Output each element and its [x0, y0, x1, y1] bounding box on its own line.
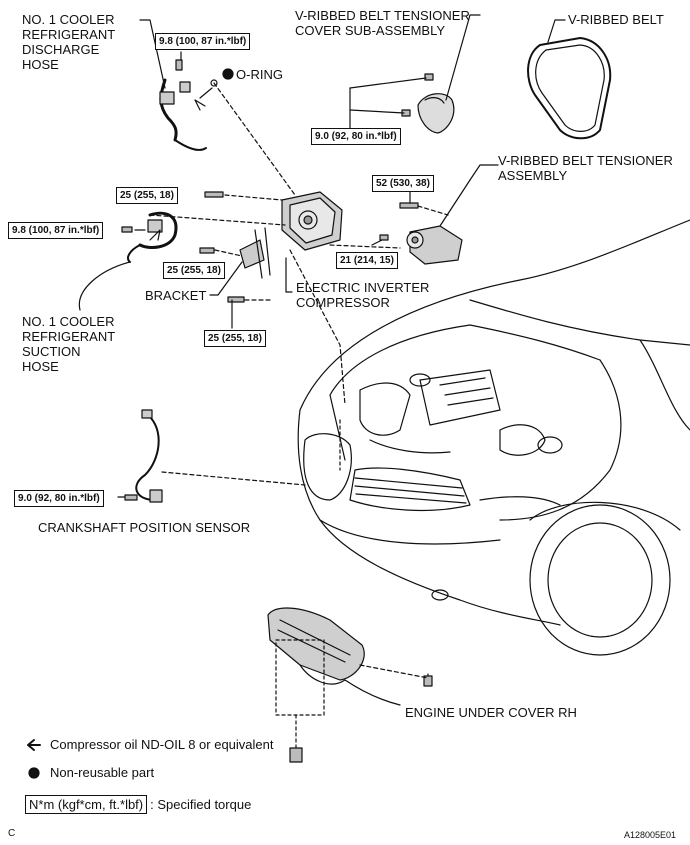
label-under-cover: ENGINE UNDER COVER RH: [405, 705, 577, 720]
legend-torque-unit: N*m (kgf*cm, ft.*lbf): [25, 795, 148, 814]
tensioner-side-dashed: [329, 244, 401, 249]
o-ring-leader: [199, 87, 213, 99]
torque-sensor-bolt: 9.0 (92, 80 in.*lbf): [14, 490, 104, 507]
suction-dashed-line: [149, 214, 286, 226]
compressor-to-vehicle-line: [289, 249, 346, 406]
bracket-bolt-line: [214, 249, 243, 257]
tensioner-top-bolt: [399, 202, 419, 209]
discharge-dashed-line: [213, 82, 296, 196]
v-ribbed-belt-drawing: [527, 37, 612, 140]
legend-non-reusable-text: Non-reusable part: [50, 765, 155, 780]
label-v-ribbed-belt: V-RIBBED BELT: [568, 12, 664, 27]
tensioner-cover-drawing: [401, 73, 455, 134]
under-cover-leader: [344, 679, 401, 706]
label-suction-hose: NO. 1 COOLER REFRIGERANT SUCTION HOSE: [22, 314, 116, 374]
torque-compressor-upper: 25 (255, 18): [116, 187, 178, 204]
cover-bolt-leader-2: [349, 109, 405, 114]
suction-bolt: [121, 226, 133, 233]
under-cover-bottom-bolt: [289, 747, 303, 763]
cover-bolt-leader-1: [349, 77, 427, 89]
o-ring-oil-arrow: [194, 99, 206, 111]
sensor-bolt: [124, 494, 138, 501]
tensioner-side-bolt: [379, 234, 389, 241]
legend-non-reusable: Non-reusable part: [50, 765, 154, 780]
discharge-hose-drawing: [159, 59, 207, 151]
legend-torque-desc: : Specified torque: [150, 797, 252, 812]
tensioner-leader: [469, 164, 499, 181]
label-discharge-hose: NO. 1 COOLER REFRIGERANT DISCHARGE HOSE: [22, 12, 116, 72]
compressor-lower-bolt: [227, 296, 245, 303]
bracket-bolt: [199, 247, 215, 254]
torque-bracket-bolt: 25 (255, 18): [163, 262, 225, 279]
vehicle-outline: [297, 219, 690, 656]
under-cover-drawing: [267, 607, 365, 716]
oil-arrow-icon: [27, 739, 41, 751]
tensioner-top-bolt-line: [417, 205, 449, 216]
non-reusable-dot-icon: [28, 767, 40, 779]
cover-leader: [445, 14, 481, 101]
bracket-drawing: [239, 227, 271, 279]
discharge-hose-leader: [139, 19, 166, 89]
label-tensioner-assembly: V-RIBBED BELT TENSIONER ASSEMBLY: [498, 153, 673, 183]
compressor-leader: [285, 257, 293, 293]
o-ring-drawing: [210, 79, 218, 87]
footer-corner-letter: C: [8, 828, 16, 839]
torque-tensioner-top: 52 (530, 38): [372, 175, 434, 192]
torque-compressor-lower: 25 (255, 18): [204, 330, 266, 347]
tensioner-side-bolt-leader: [371, 239, 383, 246]
torque-discharge-bolt: 9.8 (100, 87 in.*lbf): [155, 33, 251, 50]
suction-oil-arrow: [149, 229, 161, 241]
compressor-upper-bolt: [204, 191, 224, 198]
legend-torque: N*m (kgf*cm, ft.*lbf) : Specified torque: [25, 795, 251, 814]
suction-hose-drawing: [127, 211, 178, 263]
label-bracket: BRACKET: [145, 288, 207, 303]
compressor-upper-bolt-line: [224, 194, 283, 201]
label-o-ring: O-RING: [236, 67, 283, 82]
suction-hose-leader: [78, 261, 131, 311]
legend-oil: Compressor oil ND-OIL 8 or equivalent: [50, 737, 274, 752]
torque-cover-bolts: 9.0 (92, 80 in.*lbf): [311, 128, 401, 145]
belt-leader: [547, 19, 566, 43]
tensioner-assembly-drawing: [406, 179, 471, 265]
label-compressor: ELECTRIC INVERTER COMPRESSOR: [296, 280, 430, 310]
torque-suction-bolt: 9.8 (100, 87 in.*lbf): [8, 222, 104, 239]
o-ring-dot-icon: [222, 68, 234, 80]
torque-tensioner-side: 21 (214, 15): [336, 252, 398, 269]
legend-oil-text: Compressor oil ND-OIL 8 or equivalent: [50, 737, 274, 752]
label-tensioner-cover: V-RIBBED BELT TENSIONER COVER SUB-ASSEMB…: [295, 8, 470, 38]
under-cover-clip-bolt: [423, 675, 433, 687]
label-crankshaft-sensor: CRANKSHAFT POSITION SENSOR: [38, 520, 251, 535]
under-cover-clip-line: [359, 664, 429, 679]
footer-figure-id: A128005E01: [624, 830, 677, 840]
sensor-to-vehicle-line: [161, 471, 306, 486]
compressor-drawing: [281, 191, 343, 251]
crankshaft-sensor-drawing: [135, 409, 163, 503]
bracket-leader: [209, 261, 243, 296]
